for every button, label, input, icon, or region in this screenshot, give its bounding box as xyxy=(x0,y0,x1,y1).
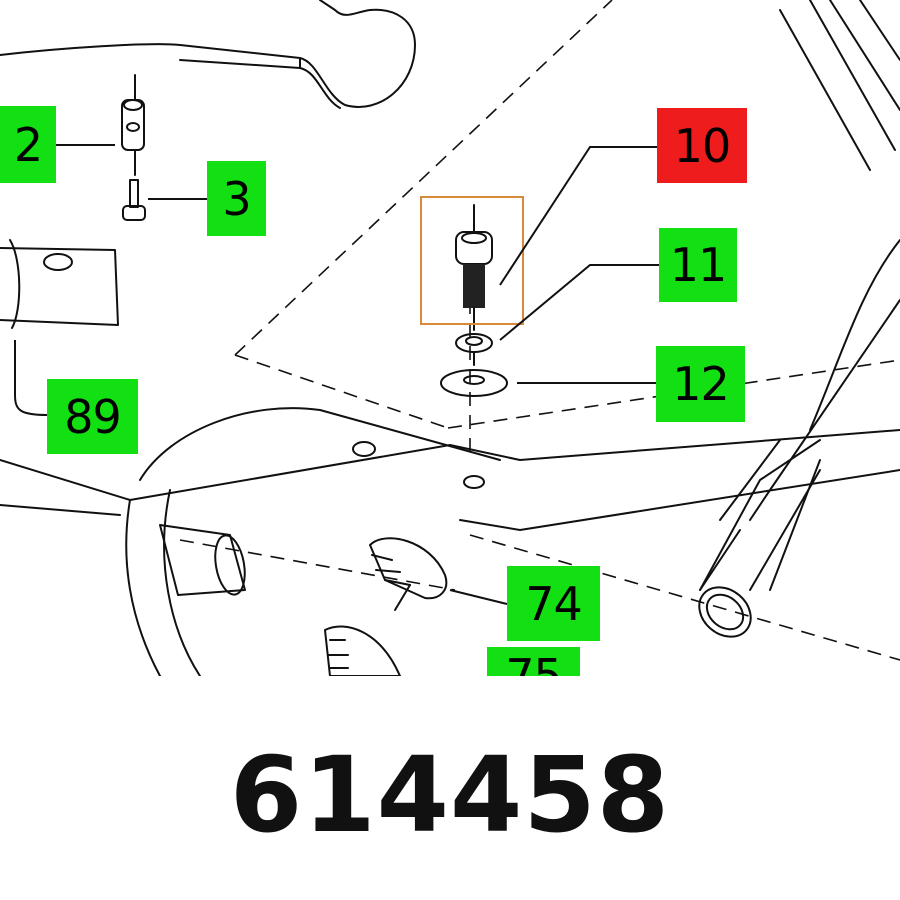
handle-top xyxy=(0,0,416,109)
callout-74[interactable]: 74 xyxy=(507,566,600,641)
diagram-drawing xyxy=(0,0,900,676)
highlight-box xyxy=(420,196,524,325)
callout-10[interactable]: 10 xyxy=(657,108,747,183)
end-cap-part-74 xyxy=(369,537,448,611)
part-number: 614458 xyxy=(229,734,671,856)
washer-part-11 xyxy=(455,333,493,366)
callout-2[interactable]: 2 xyxy=(0,106,56,183)
callout-12[interactable]: 12 xyxy=(656,346,745,422)
end-cap-part-75 xyxy=(324,625,401,676)
callout-3[interactable]: 3 xyxy=(207,161,266,236)
tube-end xyxy=(159,524,246,596)
washer-part-12 xyxy=(440,369,508,397)
leader-lines xyxy=(14,144,659,605)
callout-89[interactable]: 89 xyxy=(47,379,138,454)
tube-left xyxy=(0,239,119,329)
base-frame xyxy=(0,407,900,676)
callout-11[interactable]: 11 xyxy=(659,228,737,302)
screw-part-3 xyxy=(122,179,146,221)
screw-part-10 xyxy=(455,204,493,331)
tube-right xyxy=(698,439,821,638)
exploded-parts-diagram: 2 3 89 10 11 12 74 75 xyxy=(0,0,900,676)
callout-75[interactable]: 75 xyxy=(487,647,580,676)
clamp-part-2 xyxy=(121,74,145,176)
dashed-outline xyxy=(179,0,900,661)
